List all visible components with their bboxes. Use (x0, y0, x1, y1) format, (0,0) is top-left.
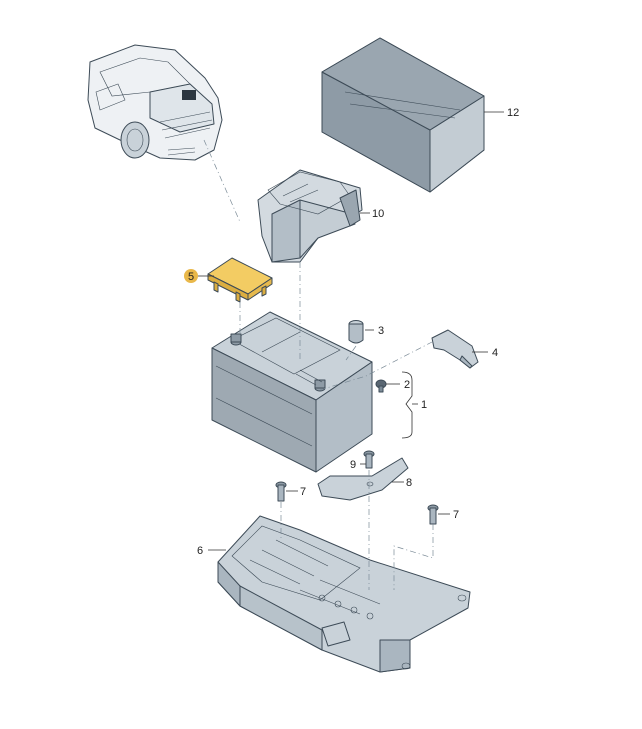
part-10-battery-holder (257, 169, 363, 263)
callout-leaders (198, 111, 504, 551)
part-4-terminal-clamp (431, 329, 479, 369)
callout-4: 4 (492, 347, 498, 359)
callout-5: 5 (188, 271, 194, 283)
callout-labels: 12 10 5 3 4 2 1 9 8 7 7 6 (184, 107, 519, 557)
part-3-terminal-cap (348, 320, 364, 344)
callout-9: 9 (350, 459, 356, 471)
part-12-insulating-cover (321, 37, 485, 193)
callout-12: 12 (507, 107, 519, 119)
callout-5-badge (184, 269, 198, 283)
part-8-bracket (317, 457, 409, 501)
part-9-bolt (363, 450, 375, 469)
callout-7-right: 7 (453, 509, 459, 521)
part-2-screw (375, 379, 387, 393)
callout-8: 8 (406, 477, 412, 489)
part-6-battery-tray (217, 515, 471, 673)
part-7-bolt-left (275, 481, 287, 502)
part-1-battery (211, 311, 373, 473)
alignment-lines (203, 139, 434, 590)
callout-3: 3 (378, 325, 384, 337)
part-5-cover-side (247, 277, 273, 301)
callout-1: 1 (421, 399, 427, 411)
callout-2: 2 (404, 379, 410, 391)
callout-6: 6 (197, 545, 203, 557)
callout-7-left: 7 (300, 486, 306, 498)
part-5-terminal-cover (207, 257, 273, 303)
battery-location-marker (182, 90, 196, 100)
part-7-bolt-right (427, 504, 439, 525)
callout-10: 10 (372, 208, 384, 220)
vehicle-illustration (87, 44, 223, 161)
